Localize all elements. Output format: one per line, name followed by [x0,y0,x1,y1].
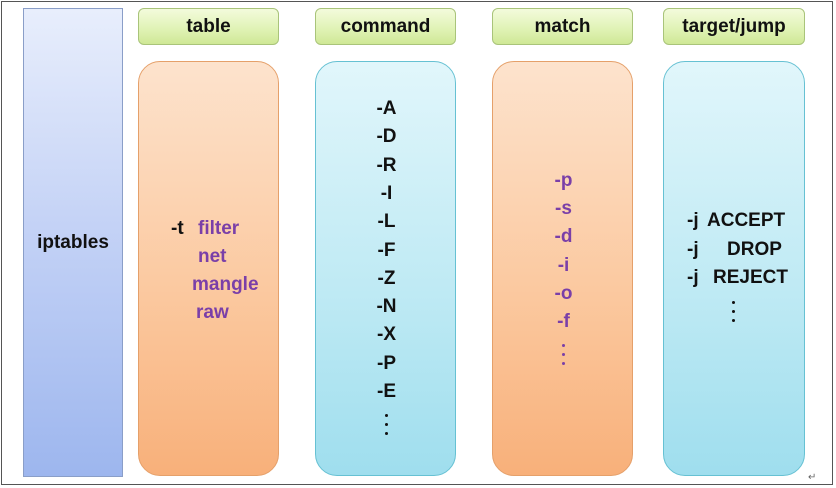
target-value-accept: ACCEPT [707,210,786,231]
header-command: command [315,8,456,45]
match-item: -i [557,254,570,276]
command-item: -R [376,154,397,176]
match-column: -p -s -d -i -o -f [492,61,633,476]
command-item: -F [377,239,396,261]
command-item: -A [376,98,397,119]
iptables-label: iptables [37,231,109,253]
iptables-panel: iptables [23,8,123,477]
command-item: -E [377,381,396,402]
command-item: -P [377,352,396,374]
target-flag-3: -j [687,267,699,288]
match-ellipsis [562,341,565,368]
header-table: table [138,8,279,45]
table-flag: -t [171,218,184,239]
command-item: -D [376,126,397,148]
command-ellipsis [385,411,388,438]
target-flag-2: -j [687,239,699,260]
command-item: -I [380,182,393,204]
target-column: -j ACCEPT -j DROP -j REJECT [663,61,805,476]
match-item: -s [555,198,572,220]
match-item: -d [554,226,573,248]
command-item: -Z [377,267,396,289]
command-column: -A -D -R -I -L -F -Z -N -X -P -E [315,61,456,476]
command-item: -X [377,324,396,346]
match-item: -o [554,282,573,304]
match-item: -f [557,311,570,332]
table-value-mangle: mangle [192,274,259,295]
header-match: match [492,8,633,45]
header-target-jump: target/jump [663,8,805,45]
table-value-net: net [198,246,227,267]
command-item: -L [377,211,396,233]
target-value-reject: REJECT [713,267,788,288]
table-column: -t filter net mangle raw [138,61,279,476]
target-value-drop: DROP [727,239,782,260]
target-flag-1: -j [687,210,699,231]
target-ellipsis [732,298,735,325]
table-value-filter: filter [198,218,240,239]
command-item: -N [376,296,397,318]
paragraph-mark-icon: ↵ [808,472,817,483]
table-value-raw: raw [196,302,229,323]
match-item: -p [554,170,573,191]
